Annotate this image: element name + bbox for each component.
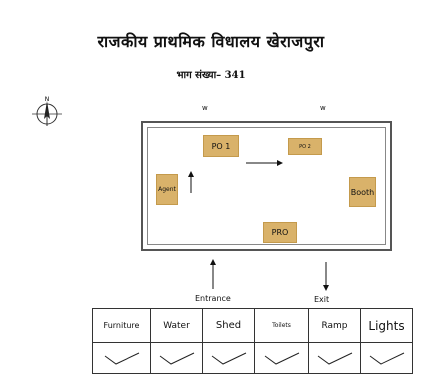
entrance-label: Entrance (195, 294, 231, 303)
check-icon (159, 352, 194, 365)
amenities-status-row (92, 342, 413, 374)
header-shed: Shed (202, 308, 255, 343)
header-ramp: Ramp (308, 308, 361, 343)
part-number: भाग संख्या– 341 (176, 70, 246, 81)
water-cell (150, 342, 203, 374)
agent-box: Agent (156, 174, 178, 205)
window-marker: w (320, 104, 326, 112)
amenities-header-row: Furniture Water Shed Toilets Ramp Lights (92, 308, 413, 343)
window-marker: w (202, 104, 208, 112)
check-icon (211, 352, 246, 365)
po1-box: PO 1 (203, 135, 239, 157)
exit-label: Exit (314, 295, 330, 304)
ramp-cell (308, 342, 361, 374)
toilets-cell (254, 342, 309, 374)
check-icon (104, 352, 139, 365)
amenities-table: Furniture Water Shed Toilets Ramp Lights (92, 308, 413, 374)
compass-north-label: N (45, 96, 50, 103)
north-compass-icon: N (30, 95, 64, 129)
check-icon (317, 352, 352, 365)
header-toilets: Toilets (254, 308, 309, 343)
check-icon (369, 352, 404, 365)
lights-cell (360, 342, 413, 374)
furniture-cell (92, 342, 151, 374)
school-title: राजकीय प्राथमिक विधालय खेराजपुरा (97, 32, 325, 51)
pro-box: PRO (263, 222, 297, 243)
shed-cell (202, 342, 255, 374)
header-lights: Lights (360, 308, 413, 343)
header-furniture: Furniture (92, 308, 151, 343)
po2-box: PO 2 (288, 138, 322, 155)
polling-room-inner-wall (147, 127, 386, 245)
header-water: Water (150, 308, 203, 343)
check-icon (264, 352, 299, 365)
booth-box: Booth (349, 177, 376, 207)
